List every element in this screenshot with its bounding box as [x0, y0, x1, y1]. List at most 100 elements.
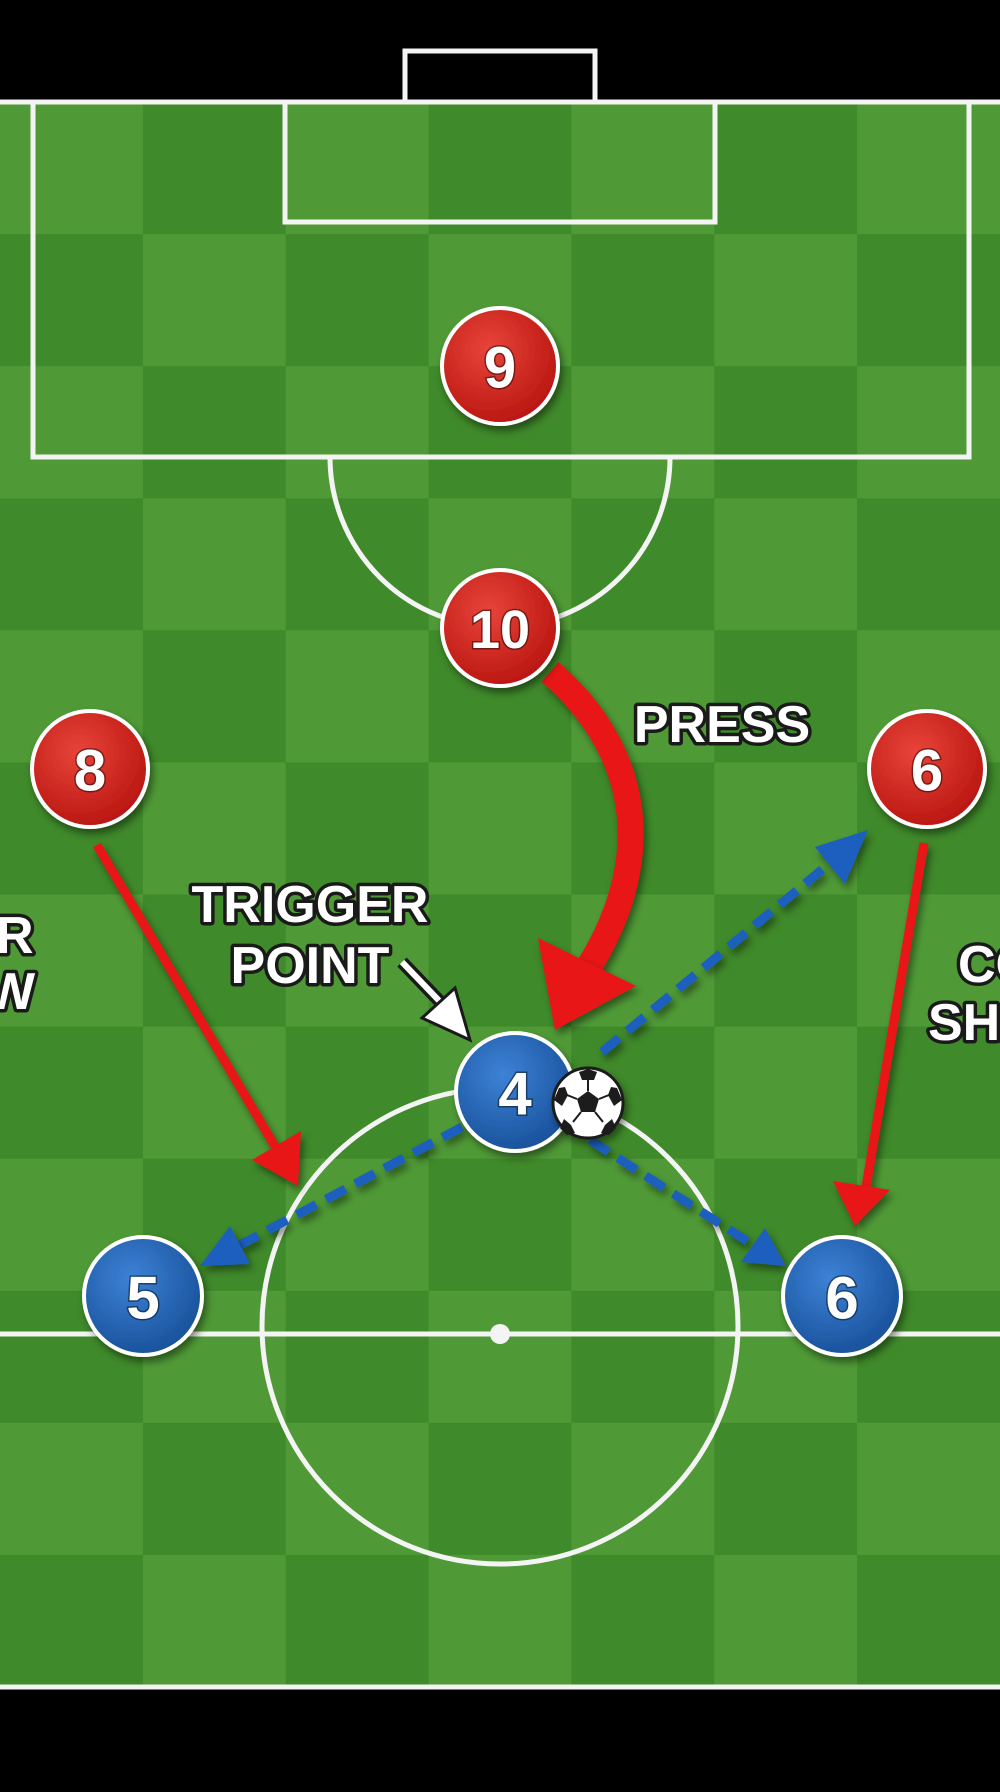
grass-tile [0, 498, 144, 631]
blue-player-4-number: 4 [498, 1061, 532, 1128]
grass-tile [714, 1422, 858, 1556]
grass-tile [428, 1158, 573, 1292]
grass-tile [571, 366, 715, 499]
press-arrow-6 [860, 842, 929, 1194]
grass-tile [571, 1554, 715, 1688]
grass-tile [571, 1158, 715, 1292]
red-player-9-disc [440, 306, 560, 426]
grass-tile [0, 102, 144, 235]
grass-tile [857, 894, 1000, 1028]
grass-tile [142, 1554, 287, 1688]
grass-tile [857, 102, 1000, 235]
pass-lane-right-down-head [741, 1228, 786, 1266]
press-label: PRESS [634, 696, 810, 754]
grass-tile [0, 894, 144, 1028]
grass-tile [857, 366, 1000, 499]
grass-tile [571, 1422, 715, 1556]
grass-tile [428, 1554, 573, 1688]
grass-tile [285, 102, 430, 235]
blue-player-5-disc [82, 1235, 204, 1357]
press-arrow-10 [541, 662, 644, 972]
right-partial-label-2: SHA [928, 994, 1000, 1052]
grass-tile [714, 1026, 858, 1160]
pass-lane-right-up [599, 859, 833, 1056]
grass-tile [571, 102, 715, 235]
right-partial-label-1: CO [958, 936, 1000, 994]
grass-tile [714, 366, 858, 499]
grass-tile [285, 234, 430, 367]
grass-tile [571, 234, 715, 367]
red-player-6-disc [867, 709, 987, 829]
grass-tile [428, 762, 573, 896]
blue-player-6-number: 6 [825, 1265, 858, 1332]
grass-tile [857, 498, 1000, 631]
grass-tile [285, 1026, 430, 1160]
press-arrow-8 [93, 842, 280, 1151]
red-player-8[interactable]: 8 [30, 709, 150, 829]
grass-tile [0, 1554, 144, 1688]
trigger-label-line1: TRIGGER [192, 876, 429, 934]
grass-tile [0, 1422, 144, 1556]
red-player-10-disc [440, 568, 560, 688]
grass-tile [857, 234, 1000, 367]
grass-tile [285, 1422, 430, 1556]
grass-tile [714, 234, 858, 367]
grass-tile [142, 102, 287, 235]
grass-tile [428, 1422, 573, 1556]
trigger-arrow-head [419, 985, 473, 1043]
center-spot [490, 1324, 510, 1344]
pass-lane-left [237, 1123, 465, 1249]
grass-tile [285, 366, 430, 499]
grass-field [0, 102, 1000, 1688]
grass-tile [142, 630, 287, 763]
red-player-6[interactable]: 6 [867, 709, 987, 829]
red-player-9-number: 9 [484, 336, 516, 401]
red-player-8-disc [30, 709, 150, 829]
red-player-9[interactable]: 9 [440, 306, 560, 426]
grass-tile [428, 102, 573, 235]
grass-tile [714, 894, 858, 1028]
grass-tile [714, 498, 858, 631]
grass-tile [0, 1026, 144, 1160]
press-arrows [93, 662, 929, 1226]
grass-tile [714, 1554, 858, 1688]
grass-tile [0, 234, 144, 367]
trigger-label-line2: POINT [231, 937, 390, 995]
blue-player-6[interactable]: 6 [781, 1235, 903, 1357]
grass-tile [714, 630, 858, 763]
blue-player-5[interactable]: 5 [82, 1235, 204, 1357]
grass-tile [285, 498, 430, 631]
grass-tile [142, 498, 287, 631]
grass-tile [714, 102, 858, 235]
goal [402, 48, 598, 105]
grass-tile [285, 762, 430, 896]
blue-player-6-disc [781, 1235, 903, 1357]
grass-tile [714, 762, 858, 896]
pass-lane-left-head [200, 1226, 250, 1266]
grass-tile [285, 630, 430, 763]
press-arrow-6-head [833, 1181, 890, 1226]
left-partial-label-1: R [0, 907, 34, 965]
pass-lane-right-up-head [815, 830, 868, 884]
press-arrow-10-head [538, 938, 636, 1030]
blue-player-5-number: 5 [126, 1265, 159, 1332]
red-player-10[interactable]: 10 [440, 568, 560, 688]
grass-tile [571, 1290, 715, 1424]
grass-tile [142, 1422, 287, 1556]
grass-tile [571, 498, 715, 631]
red-player-8-number: 8 [74, 739, 106, 804]
blue-player-4[interactable]: 4 [454, 1031, 576, 1153]
trigger-arrow [397, 957, 473, 1043]
soccer-ball-icon[interactable] [551, 1066, 625, 1140]
grass-tile [428, 1290, 573, 1424]
grass-tile [857, 1554, 1000, 1688]
press-arrow-8-head [252, 1131, 301, 1186]
red-player-10-number: 10 [470, 600, 530, 660]
grass-tile [285, 1290, 430, 1424]
red-player-6-number: 6 [911, 739, 943, 804]
grass-tile [0, 366, 144, 499]
grass-tile [142, 366, 287, 499]
pass-lanes [200, 830, 868, 1266]
